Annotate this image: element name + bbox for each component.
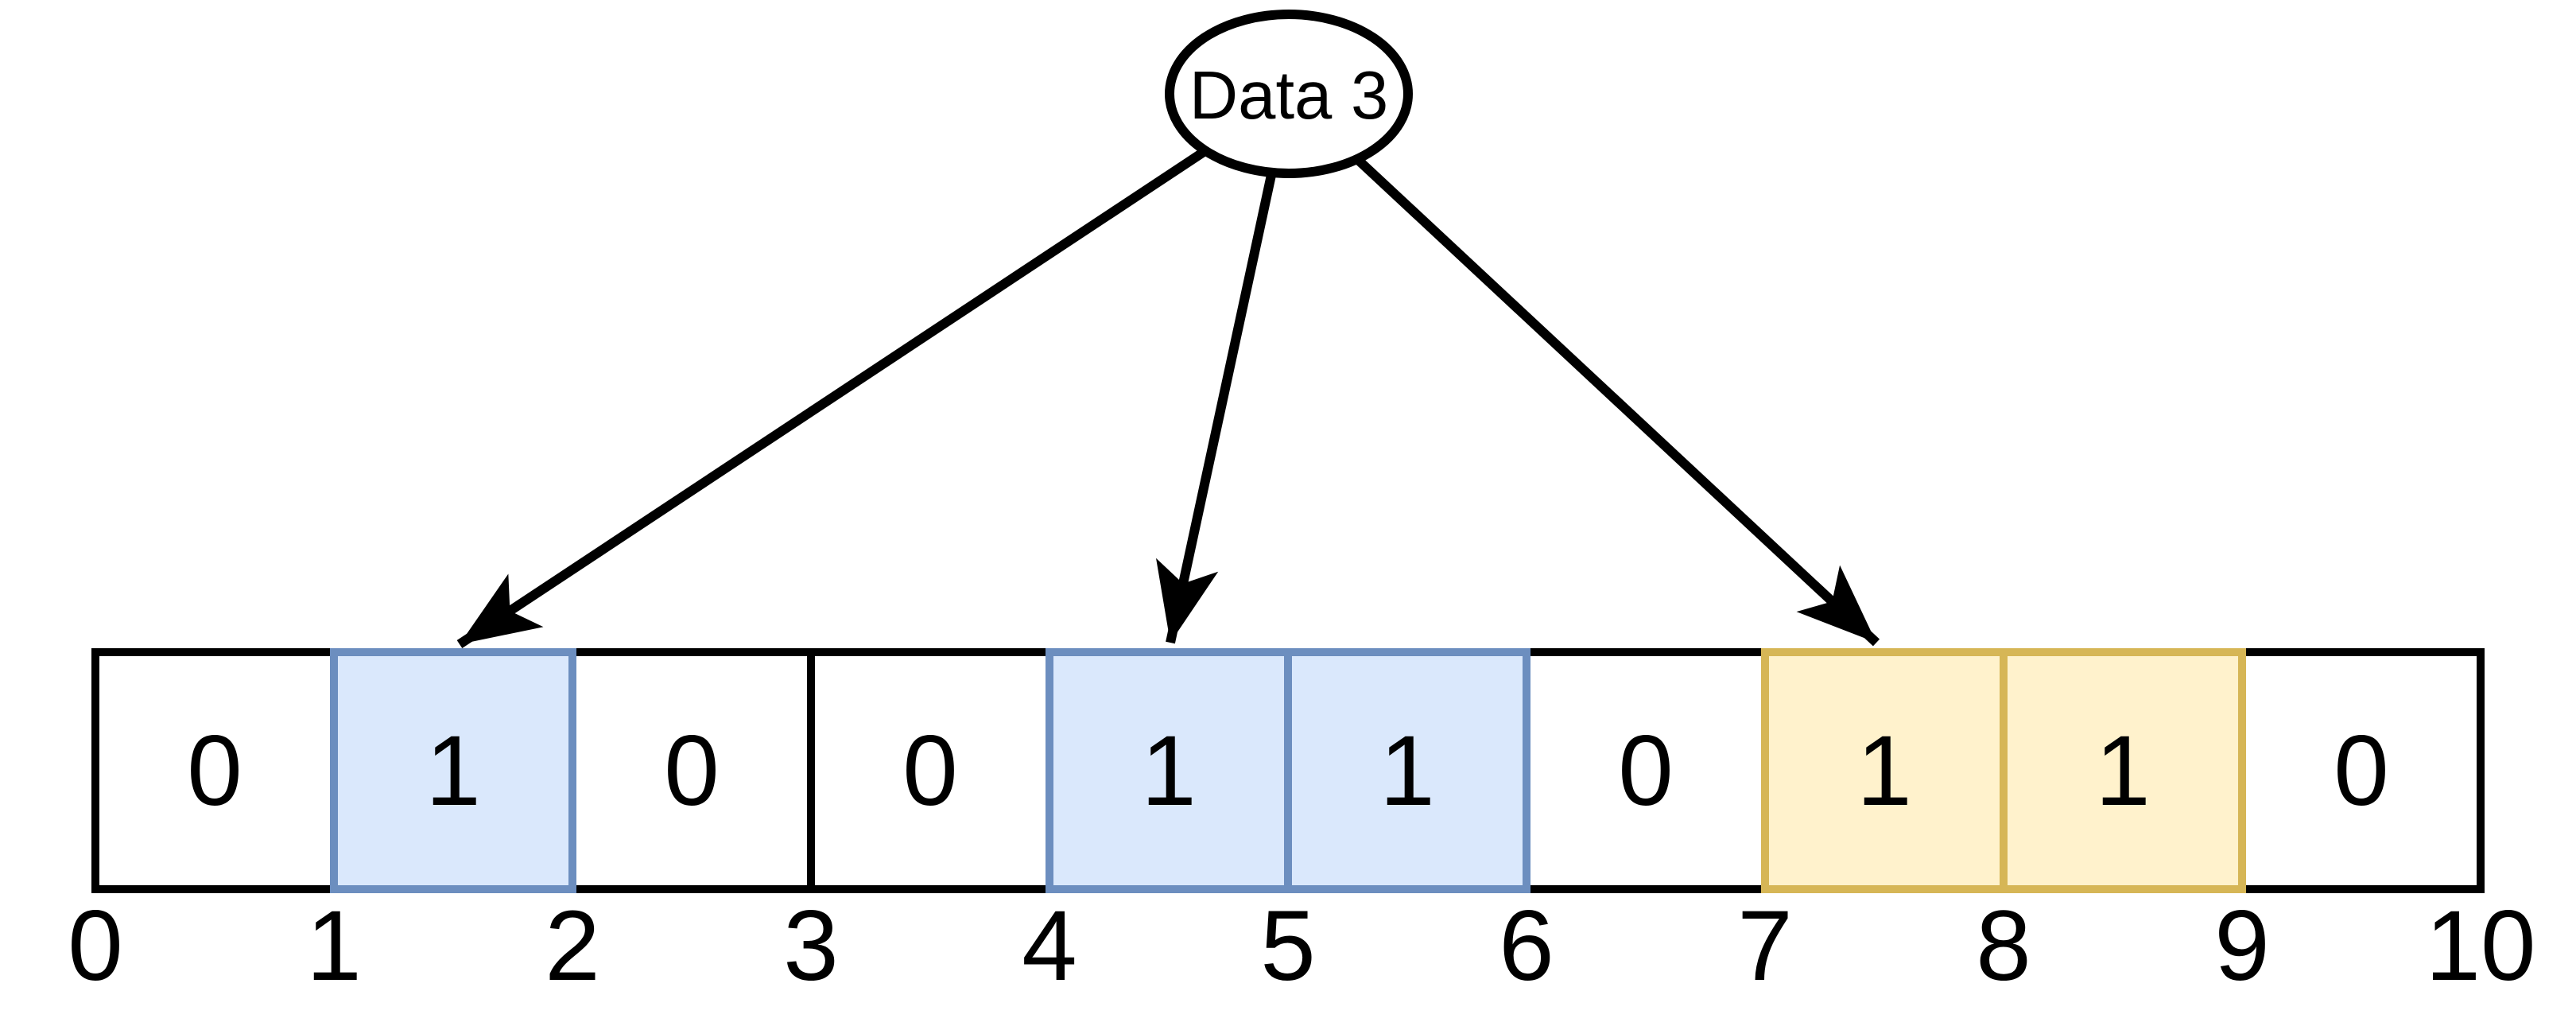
bit-cell-value: 1 xyxy=(1856,716,1912,826)
bit-cell-value: 1 xyxy=(1379,716,1435,826)
tick-label: 8 xyxy=(1976,891,2031,1001)
data-node-label: Data 3 xyxy=(1189,58,1388,134)
data-node-ellipse xyxy=(1165,10,1413,178)
arrow-to-cell-7 xyxy=(1353,155,1880,647)
bit-cell-1-highlighted xyxy=(330,648,576,893)
bit-cell-value: 0 xyxy=(1618,716,1674,826)
arrow-to-cell-4 xyxy=(1156,173,1276,644)
bit-cell-value: 0 xyxy=(187,716,242,826)
tick-label: 0 xyxy=(68,891,123,1001)
tick-label: 2 xyxy=(545,891,600,1001)
bit-cell-7-highlighted xyxy=(1761,648,2008,893)
bit-cell-value: 0 xyxy=(664,716,720,826)
bit-cell-value: 0 xyxy=(902,716,958,826)
bit-cell-2 xyxy=(568,648,815,893)
bit-cell-0 xyxy=(91,648,338,893)
bit-cell-value: 1 xyxy=(2095,716,2151,826)
bit-cell-9 xyxy=(2238,648,2485,893)
arrow-to-cell-1 xyxy=(456,147,1207,649)
tick-label: 7 xyxy=(1737,891,1793,1001)
bit-cell-value: 1 xyxy=(425,716,481,826)
tick-label: 4 xyxy=(1022,891,1077,1001)
tick-label: 3 xyxy=(783,891,839,1001)
bit-cell-6 xyxy=(1523,648,1769,893)
bit-cell-value: 1 xyxy=(1141,716,1197,826)
bit-cell-8-highlighted xyxy=(2000,648,2246,893)
tick-label: 9 xyxy=(2214,891,2270,1001)
tick-label: 1 xyxy=(306,891,362,1001)
bit-cell-value: 0 xyxy=(2334,716,2389,826)
tick-label: 10 xyxy=(2425,891,2535,1001)
tick-label: 6 xyxy=(1499,891,1554,1001)
bit-cell-3 xyxy=(807,648,1053,893)
bit-cell-5-highlighted xyxy=(1284,648,1530,893)
tick-label: 5 xyxy=(1260,891,1316,1001)
